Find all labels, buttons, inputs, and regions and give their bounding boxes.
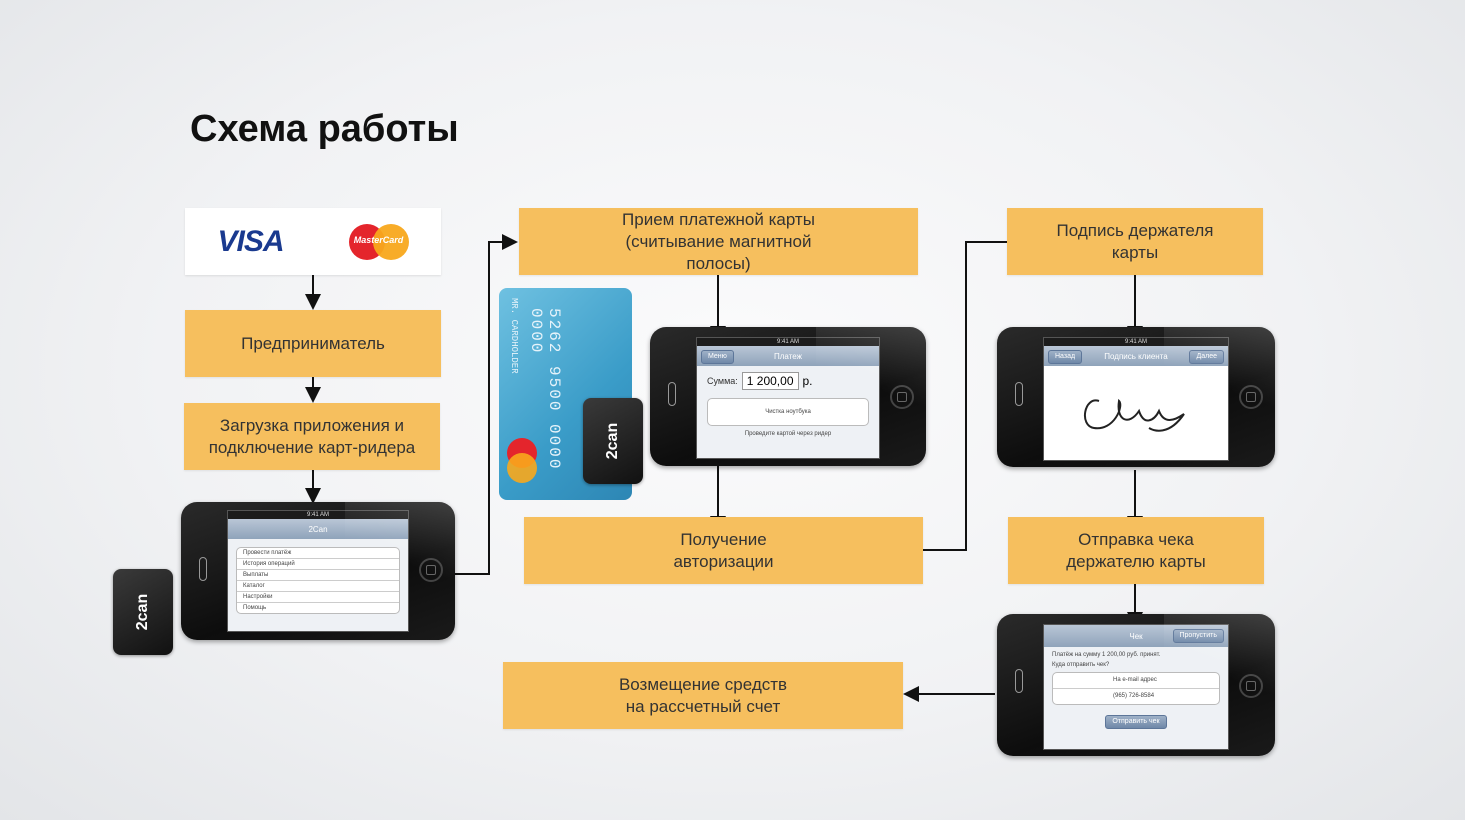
menu-item[interactable]: Каталог	[237, 581, 399, 592]
signature-drawing	[1084, 398, 1185, 432]
phone2-navbar: Меню Платеж	[697, 346, 879, 366]
card-number: 5262 9500 0000 0000	[527, 308, 563, 471]
phone4-screen: Чек Пропустить Платёж на сумму 1 200,00 …	[1043, 624, 1229, 750]
skip-button[interactable]: Пропустить	[1172, 629, 1224, 643]
email-option[interactable]: На e-mail адрес	[1053, 673, 1219, 689]
step-download-app: Загрузка приложения и подключение карт-р…	[184, 403, 440, 470]
step-refund: Возмещение средств на рассчетный счет	[503, 662, 903, 729]
menu-item[interactable]: Помощь	[243, 605, 267, 611]
step-signature: Подпись держателя карты	[1007, 208, 1263, 275]
phone-payment: 9:41 AM Меню Платеж Сумма: 1 200,00 р. Ч…	[650, 327, 926, 466]
home-button-icon	[1239, 385, 1263, 409]
home-button-icon	[890, 385, 914, 409]
card-mastercard-icon	[507, 438, 537, 483]
menu-item[interactable]: История операций	[237, 559, 399, 570]
sum-input[interactable]: 1 200,00	[741, 372, 799, 390]
menu-item[interactable]: Провести платёж	[237, 548, 399, 559]
phone1-navbar: 2Can	[228, 519, 408, 539]
mastercard-logo: MasterCard	[348, 223, 409, 260]
phone1-menu: Провести платёж История операций Выплаты…	[236, 547, 400, 614]
next-button[interactable]: Далее	[1189, 350, 1224, 364]
send-receipt-button[interactable]: Отправить чек	[1105, 715, 1167, 729]
back-button[interactable]: Меню	[701, 350, 734, 364]
payment-logos: VISA MasterCard	[185, 208, 441, 275]
back-button[interactable]: Назад	[1048, 350, 1083, 364]
phone1-screen: 9:41 AM 2Can Провести платёж История опе…	[227, 510, 409, 632]
card-reader-1: 2can	[113, 569, 173, 655]
phone3-screen: 9:41 AM Назад Подпись клиента Далее	[1043, 337, 1229, 461]
page-title: Схема работы	[190, 108, 459, 150]
step-authorization: Получение авторизации	[524, 517, 923, 584]
home-button-icon	[1239, 674, 1263, 698]
step-entrepreneur: Предприниматель	[185, 310, 441, 377]
step-send-receipt: Отправка чека держателю карты	[1008, 517, 1264, 584]
item-row[interactable]: Чистка ноутбука	[707, 398, 869, 426]
phone2-screen: 9:41 AM Меню Платеж Сумма: 1 200,00 р. Ч…	[696, 337, 880, 459]
arrow-auth-signature	[922, 234, 1023, 551]
card-reader-2: 2can	[583, 398, 643, 484]
home-button-icon	[419, 558, 443, 582]
phone-signature: 9:41 AM Назад Подпись клиента Далее	[997, 327, 1275, 467]
phone-option[interactable]: (965) 726-8584	[1113, 693, 1155, 699]
visa-logo: VISA	[217, 224, 284, 258]
phone-receipt: Чек Пропустить Платёж на сумму 1 200,00 …	[997, 614, 1275, 756]
phone-app-menu: 9:41 AM 2Can Провести платёж История опе…	[181, 502, 455, 640]
card-holder: MR. CARDHOLDER	[509, 298, 519, 374]
menu-item[interactable]: Настройки	[237, 592, 399, 603]
menu-item[interactable]: Выплаты	[237, 570, 399, 581]
bank-card: MR. CARDHOLDER 5262 9500 0000 0000	[499, 288, 632, 500]
arrow-phone1-accept	[455, 234, 518, 575]
step-accept-card: Прием платежной карты (считывание магнит…	[519, 208, 918, 275]
